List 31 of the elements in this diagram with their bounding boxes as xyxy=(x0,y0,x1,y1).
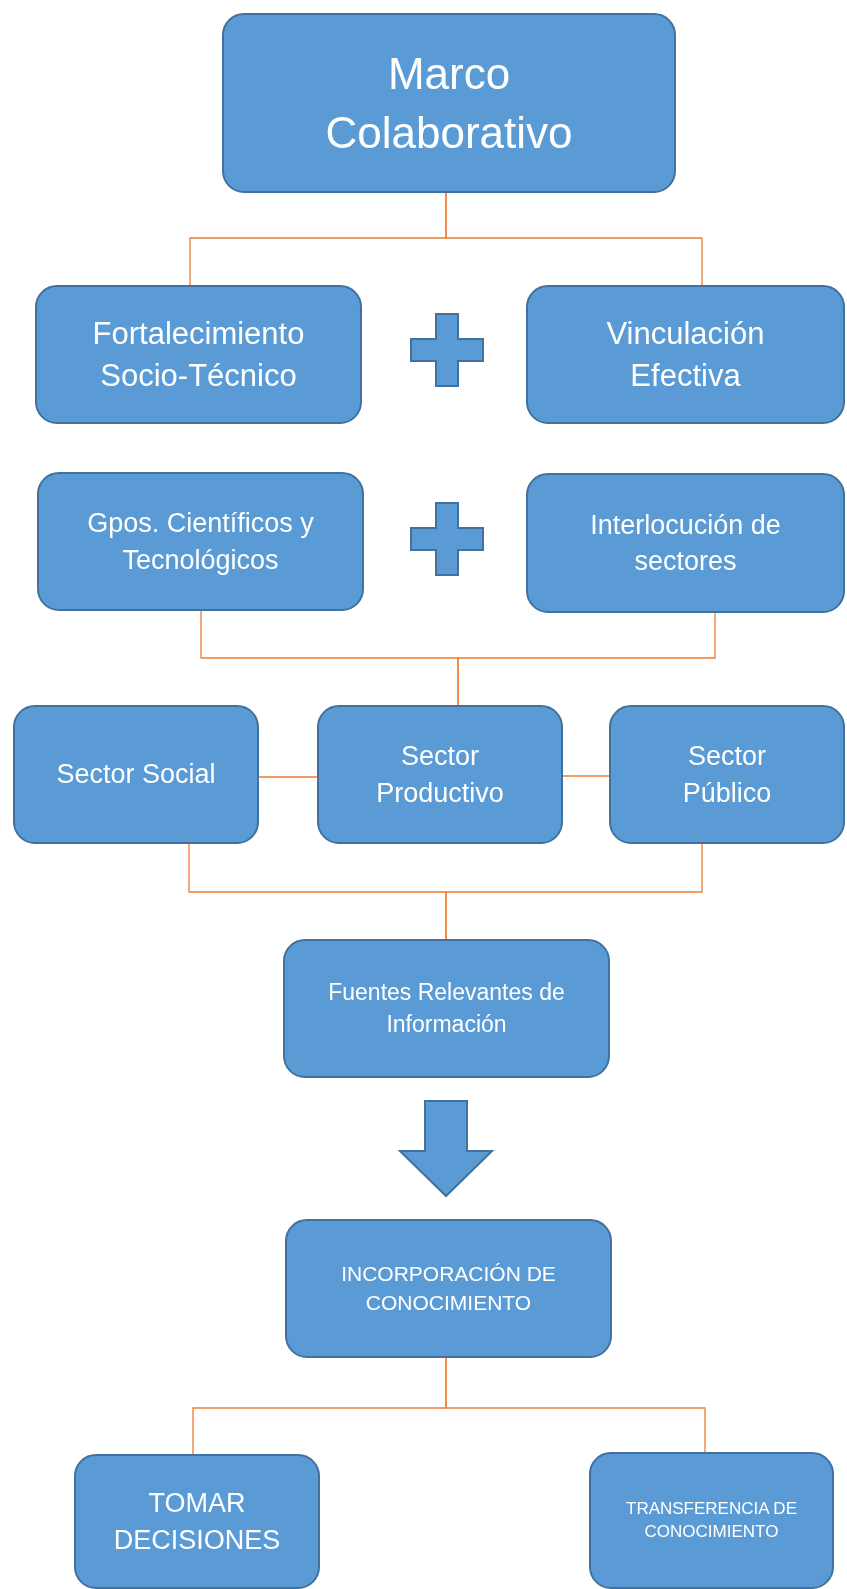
connector-line xyxy=(445,192,703,286)
process-box xyxy=(526,285,845,424)
box-label: TOMAR DECISIONES xyxy=(112,1487,282,1557)
box-label: Sector Público xyxy=(681,740,773,810)
box-label: Gpos. Científicos y Tecnológicos xyxy=(86,507,315,577)
connector-line xyxy=(457,612,716,706)
connector-line xyxy=(562,775,610,777)
box-label: Fortalecimiento Socio-Técnico xyxy=(91,314,306,395)
process-box xyxy=(74,1454,320,1589)
connector-line xyxy=(445,843,703,940)
box-label: Marco Colaborativo xyxy=(324,47,574,159)
connector-line xyxy=(445,1357,706,1453)
box-label: Interlocución de sectores xyxy=(589,508,782,578)
box-label: TRANSFERENCIA DE CONOCIMIENTO xyxy=(625,1497,798,1543)
box-label: Sector Productivo xyxy=(375,740,505,810)
process-box xyxy=(13,705,259,844)
process-box xyxy=(37,472,364,611)
process-box xyxy=(609,705,845,844)
box-label: Fuentes Relevantes de Información xyxy=(327,978,566,1039)
process-box xyxy=(283,939,610,1078)
box-label: INCORPORACIÓN DE CONOCIMIENTO xyxy=(340,1261,557,1316)
process-box xyxy=(285,1219,612,1358)
process-box xyxy=(35,285,362,424)
block-arrow xyxy=(397,1100,495,1198)
process-box xyxy=(222,13,676,193)
box-label: Vinculación Efectiva xyxy=(605,314,766,395)
connector-line xyxy=(258,776,318,778)
process-box xyxy=(317,705,563,844)
process-box xyxy=(526,473,845,613)
box-label: Sector Social xyxy=(55,758,217,792)
process-box xyxy=(589,1452,834,1589)
